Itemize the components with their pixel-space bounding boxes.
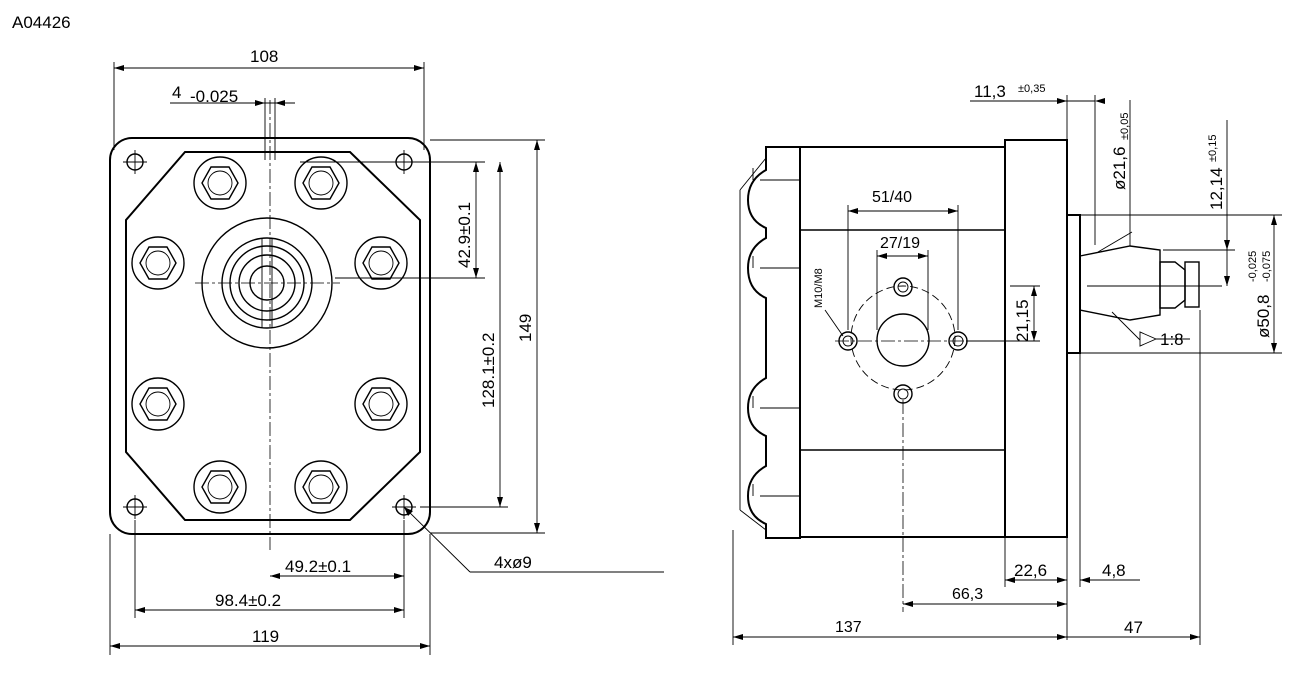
dim-149: 149 (516, 314, 535, 342)
thread-label: M10/M8 (813, 268, 825, 308)
rear-cover (746, 146, 801, 539)
dim-21-6: ø21,6 (1110, 147, 1129, 190)
side-view: 11,3 ±0,35 ø21,6 ±0,05 12,14 ±0,15 ø50,8… (732, 82, 1282, 645)
side-port (838, 277, 968, 404)
dim-4-8: 4,8 (1102, 561, 1126, 580)
front-dimensions (109, 62, 664, 655)
dim-50-8: ø50,8 (1254, 295, 1273, 338)
dim-21-6-tol: ±0,05 (1119, 113, 1131, 140)
dim-50-8-tol-lower: -0,075 (1261, 251, 1273, 282)
dim-11-3-tol: ±0,35 (1018, 83, 1045, 95)
dim-key-main: 4 (172, 83, 181, 102)
dim-42-9: 42.9±0.1 (455, 202, 474, 268)
pilot (1066, 214, 1081, 354)
dim-47: 47 (1124, 618, 1143, 637)
dim-98-4: 98.4±0.2 (215, 591, 281, 610)
corner-holes (123, 150, 416, 519)
port-27-19: 27/19 (880, 235, 920, 252)
dim-holes: 4xø9 (494, 553, 532, 572)
dim-119: 119 (252, 627, 279, 646)
dim-12-14: 12,14 (1207, 167, 1226, 210)
front-bolts (131, 156, 408, 514)
dim-22-6: 22,6 (1014, 561, 1047, 580)
dim-128-1: 128.1±0.2 (479, 332, 498, 408)
dim-137: 137 (835, 619, 862, 636)
dim-21-15: 21,15 (1013, 299, 1032, 342)
dim-12-14-tol: ±0,15 (1207, 135, 1219, 162)
dim-66-3: 66,3 (952, 586, 983, 603)
front-view: 108 4 -0.025 42.9±0.1 128.1±0.2 149 49.2… (109, 47, 664, 655)
port-51-40: 51/40 (872, 189, 912, 206)
dim-11-3: 11,3 (974, 82, 1006, 101)
front-body-outline (125, 151, 421, 521)
dim-key-tol: -0.025 (190, 87, 238, 106)
drawing-id: A04426 (12, 13, 71, 32)
dim-50-8-tol-upper: -0,025 (1247, 251, 1259, 282)
dim-49-2: 49.2±0.1 (285, 557, 351, 576)
dim-108: 108 (250, 47, 278, 66)
side-dimensions (732, 95, 1282, 645)
taper-shaft (1079, 245, 1161, 321)
taper-label: 1:8 (1160, 330, 1184, 349)
